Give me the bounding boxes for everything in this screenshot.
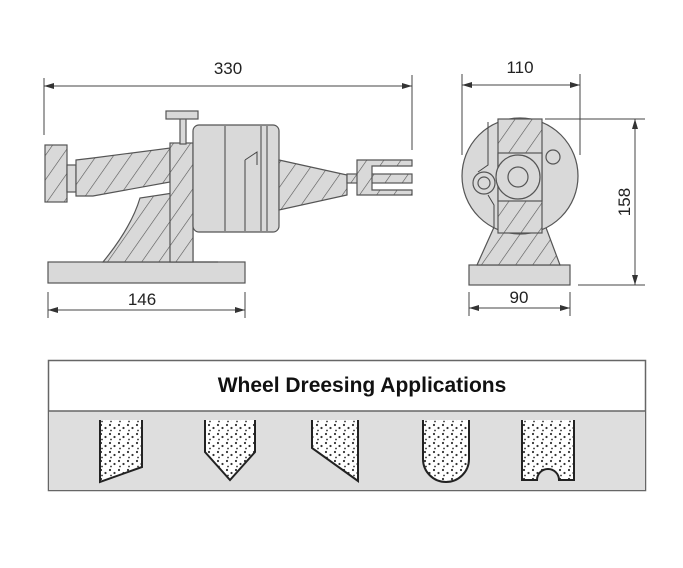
adjust-knob <box>165 110 199 120</box>
rotary-drum <box>192 124 280 233</box>
base-plate <box>47 261 246 284</box>
shape-v-point <box>204 420 256 482</box>
end-view: 110 158 90 <box>461 58 645 316</box>
length-dimension-label: 330 <box>214 59 242 78</box>
spindle <box>346 173 413 184</box>
base-dimension-label: 146 <box>128 290 156 309</box>
shape-angled-flat <box>99 420 143 484</box>
diamond-holder <box>356 159 413 196</box>
applications-panel: Wheel Dreesing Applications <box>47 359 647 492</box>
left-knob <box>44 144 68 203</box>
end-base-dimension-label: 90 <box>510 288 529 307</box>
pin-hole <box>545 149 561 165</box>
right-cone <box>278 159 348 211</box>
side-view: 330 146 <box>43 59 413 318</box>
neck <box>66 164 77 193</box>
pillar <box>169 142 194 263</box>
shape-concave-radius <box>521 420 575 481</box>
left-cone <box>75 147 171 197</box>
adjust-screw <box>179 116 187 145</box>
shape-bevel <box>311 420 359 483</box>
applications-title: Wheel Dreesing Applications <box>218 374 507 397</box>
width-dimension-label: 110 <box>506 58 533 77</box>
height-dimension-label: 158 <box>615 188 634 216</box>
end-base-plate <box>468 264 571 286</box>
shape-radius <box>422 420 470 483</box>
